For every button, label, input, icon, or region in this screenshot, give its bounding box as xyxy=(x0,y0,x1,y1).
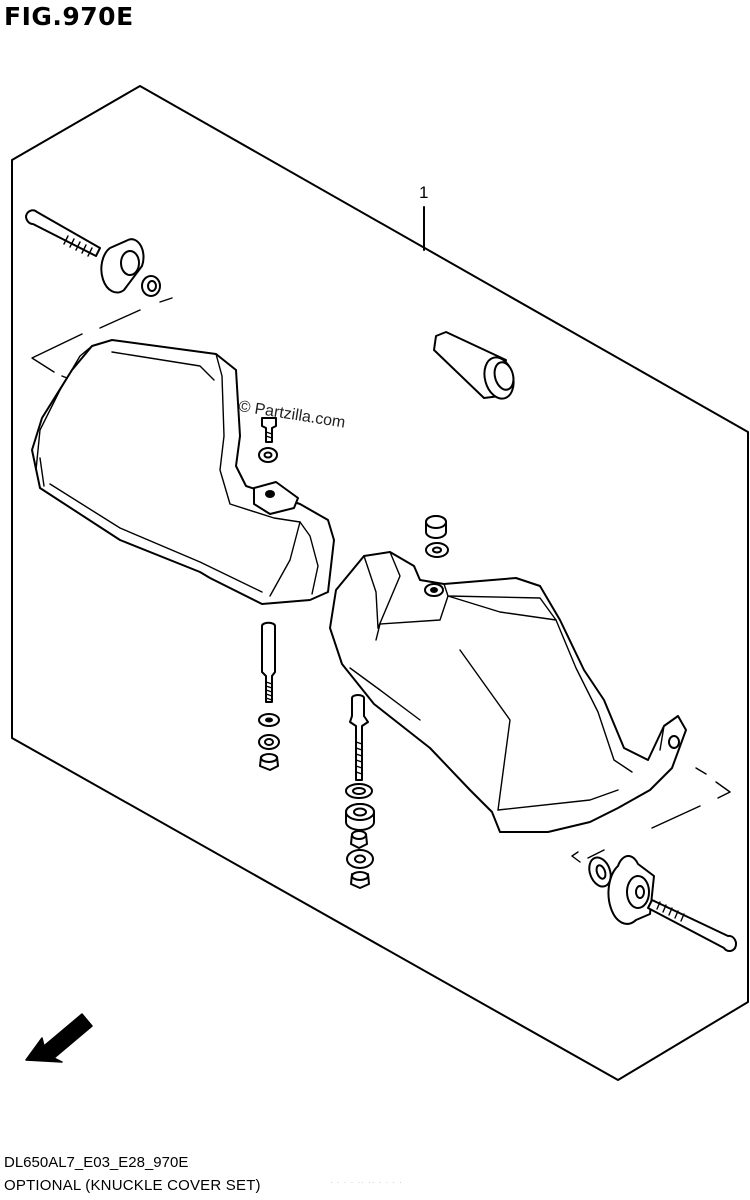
right-lower-stud xyxy=(349,694,369,781)
right-assembly-dash xyxy=(571,767,731,863)
right-lower-collar xyxy=(345,783,373,799)
right-cover-nut xyxy=(425,515,447,539)
right-bolt xyxy=(647,899,737,952)
right-lower-nut xyxy=(350,830,368,849)
left-lower-spacer xyxy=(258,713,280,727)
right-collar xyxy=(588,856,612,888)
rubber-grommet xyxy=(433,331,515,400)
left-lower-stud xyxy=(261,621,276,703)
callout-number: 1 xyxy=(419,183,429,202)
left-lower-washer xyxy=(258,734,280,750)
left-bar-end-weight xyxy=(100,238,145,294)
left-bolt xyxy=(25,209,101,257)
left-collar xyxy=(141,275,161,297)
left-assembly-dash xyxy=(31,297,173,381)
right-cover-washer xyxy=(425,542,449,558)
assembly-frame xyxy=(11,85,749,1081)
left-cover-screw xyxy=(261,417,277,443)
figure-code: DL650AL7_E03_E28_970E xyxy=(4,1154,189,1171)
right-lower-spacer xyxy=(345,803,375,831)
left-cover-washer xyxy=(258,447,278,463)
right-bar-end-weight xyxy=(607,855,655,925)
left-knuckle-cover xyxy=(31,339,335,605)
left-lower-nut xyxy=(259,753,279,771)
right-lower-end-nut xyxy=(350,871,370,889)
fwd-arrow-icon xyxy=(25,1013,93,1063)
right-knuckle-cover xyxy=(329,551,687,833)
figure-title: FIG.970E xyxy=(4,2,134,31)
right-lower-washer xyxy=(346,849,374,869)
footer-faint-text: · · · · ·· ·· · · · · xyxy=(330,1178,403,1187)
figure-description: OPTIONAL (KNUCKLE COVER SET) xyxy=(4,1177,261,1194)
